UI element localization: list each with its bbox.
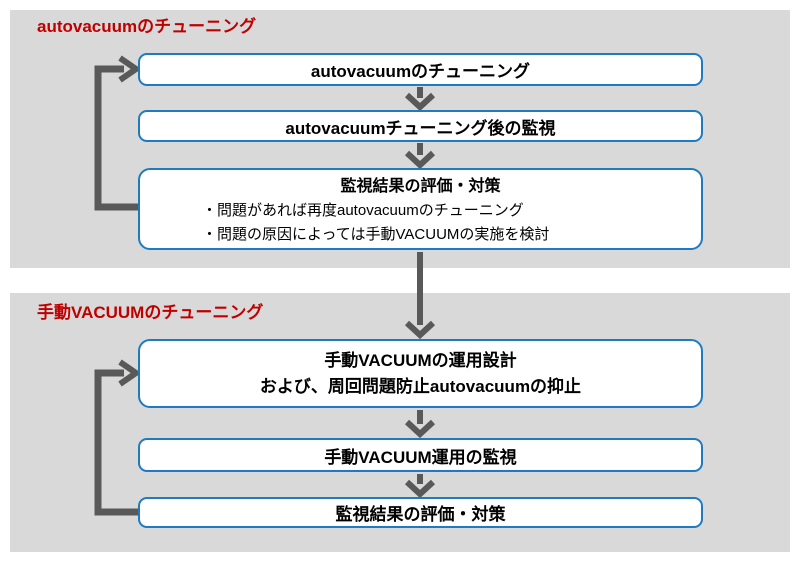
flow-box-label-line1: 手動VACUUMの運用設計 <box>324 350 517 370</box>
flow-box-label: autovacuumチューニング後の監視 <box>285 118 556 138</box>
flow-box-post-tuning-monitoring: autovacuumチューニング後の監視 <box>138 110 703 142</box>
flow-box-manual-vacuum-monitoring: 手動VACUUM運用の監視 <box>138 438 703 472</box>
flow-box-label: 監視結果の評価・対策 <box>335 505 506 524</box>
bullet-item: ・問題があれば再度autovacuumのチューニング <box>202 202 524 219</box>
section-title-manual-vacuum: 手動VACUUMのチューニング <box>37 303 264 322</box>
flow-box-label: 手動VACUUM運用の監視 <box>324 447 517 467</box>
flow-box-evaluation-countermeasures-bottom: 監視結果の評価・対策 <box>138 497 703 528</box>
flow-box-label-line2: および、周回問題防止autovacuumの抑止 <box>259 376 582 396</box>
flow-box-label: 監視結果の評価・対策 <box>340 178 501 195</box>
flow-box-label: autovacuumのチューニング <box>310 62 531 81</box>
flow-box-evaluation-countermeasures-top: 監視結果の評価・対策 ・問題があれば再度autovacuumのチューニング ・問… <box>138 168 703 250</box>
flow-box-manual-vacuum-design: 手動VACUUMの運用設計 および、周回問題防止autovacuumの抑止 <box>138 339 703 408</box>
bullet-item: ・問題の原因によっては手動VACUUMの実施を検討 <box>202 226 550 243</box>
section-title-autovacuum: autovacuumのチューニング <box>37 17 257 36</box>
flow-box-autovacuum-tuning: autovacuumのチューニング <box>138 53 703 86</box>
bullet-list: ・問題があれば再度autovacuumのチューニング ・問題の原因によっては手動… <box>140 199 701 247</box>
